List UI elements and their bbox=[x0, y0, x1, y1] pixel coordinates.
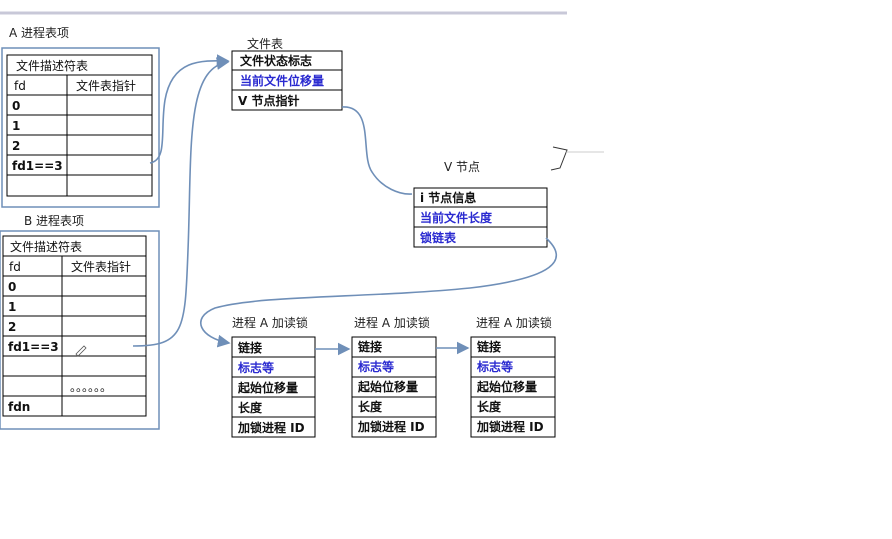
process-b-col-fd: fd bbox=[9, 260, 21, 274]
file-table-title: 文件表 bbox=[247, 36, 283, 51]
lock-2-row-link: 链接 bbox=[358, 339, 382, 354]
lock-2-row-start: 起始位移量 bbox=[357, 379, 418, 394]
process-b-row-fdn: fdn bbox=[8, 400, 30, 414]
process-a-title: A 进程表项 bbox=[9, 25, 69, 40]
vnode-row-length: 当前文件长度 bbox=[420, 210, 493, 225]
vnode-table: i 节点信息 当前文件长度 锁链表 bbox=[413, 187, 548, 248]
lock-1-row-length: 长度 bbox=[238, 400, 263, 415]
process-a-col-ptr: 文件表指针 bbox=[76, 78, 136, 93]
arrow-b-to-file-table bbox=[132, 57, 230, 347]
lock-record-2: 进程 A 加读锁 链接 标志等 起始位移量 长度 加锁进程 ID bbox=[351, 315, 437, 438]
process-a-col-fd: fd bbox=[14, 79, 26, 93]
process-a-frame bbox=[1, 47, 160, 208]
lock-3-row-pid: 加锁进程 ID bbox=[476, 419, 544, 434]
file-table: 文件状态标志 当前文件位移量 V 节点指针 bbox=[231, 50, 343, 111]
pencil-icon bbox=[75, 345, 87, 357]
lock-3-row-flags: 标志等 bbox=[476, 359, 513, 374]
process-b-title: B 进程表项 bbox=[24, 213, 84, 228]
process-b-table-title: 文件描述符表 bbox=[10, 239, 82, 254]
arrow-file-table-to-vnode bbox=[341, 106, 413, 195]
vnode-row-inode: i 节点信息 bbox=[420, 190, 476, 205]
file-table-row-vnode-ptr: V 节点指针 bbox=[238, 93, 299, 108]
process-b-row-3: fd1==3 bbox=[8, 340, 59, 354]
process-a-table-title: 文件描述符表 bbox=[16, 58, 88, 73]
lock-1-row-flags: 标志等 bbox=[237, 360, 274, 375]
lock-2-row-length: 长度 bbox=[358, 399, 383, 414]
file-table-row-status: 文件状态标志 bbox=[240, 53, 312, 68]
process-a-row-0: 0 bbox=[12, 99, 20, 113]
process-a-row-2: 2 bbox=[12, 139, 20, 153]
process-b-row-2: 2 bbox=[8, 320, 16, 334]
lock-1-row-start: 起始位移量 bbox=[237, 380, 298, 395]
arrow-vnode-to-lock-1 bbox=[200, 237, 558, 348]
process-b-frame bbox=[0, 230, 160, 430]
lock-record-1: 进程 A 加读锁 链接 标志等 起始位移量 长度 加锁进程 ID bbox=[231, 315, 316, 438]
lock-2-row-pid: 加锁进程 ID bbox=[357, 419, 425, 434]
process-b-row-0: 0 bbox=[8, 280, 16, 294]
process-a-fd-table: 文件描述符表 fd 文件表指针 0 1 2 fd1==3 bbox=[6, 54, 153, 197]
lock-3-row-start: 起始位移量 bbox=[476, 379, 537, 394]
lock-3-row-length: 长度 bbox=[477, 399, 502, 414]
stray-mark bbox=[550, 146, 568, 171]
file-table-row-offset: 当前文件位移量 bbox=[240, 73, 324, 88]
lock-2-title: 进程 A 加读锁 bbox=[354, 315, 430, 330]
lock-3-title: 进程 A 加读锁 bbox=[476, 315, 552, 330]
lock-1-row-link: 链接 bbox=[238, 340, 262, 355]
lock-3-row-link: 链接 bbox=[477, 339, 501, 354]
lock-1-row-pid: 加锁进程 ID bbox=[237, 420, 305, 435]
process-b-fd-table: 文件描述符表 fd 文件表指针 0 1 2 fd1==3 。。。。。。 fdn bbox=[2, 235, 147, 417]
process-a-row-3: fd1==3 bbox=[12, 159, 63, 173]
process-a-row-1: 1 bbox=[12, 119, 20, 133]
process-b-col-ptr: 文件表指针 bbox=[71, 259, 131, 274]
lock-1-title: 进程 A 加读锁 bbox=[232, 315, 308, 330]
lock-2-row-flags: 标志等 bbox=[357, 359, 394, 374]
process-b-ellipsis: 。。。。。。 bbox=[70, 380, 112, 394]
vnode-row-lock-list: 锁链表 bbox=[420, 230, 457, 245]
vnode-title: V 节点 bbox=[444, 160, 480, 174]
arrow-a-to-file-table bbox=[149, 54, 230, 164]
lock-record-3: 进程 A 加读锁 链接 标志等 起始位移量 长度 加锁进程 ID bbox=[470, 315, 556, 438]
process-b-row-1: 1 bbox=[8, 300, 16, 314]
